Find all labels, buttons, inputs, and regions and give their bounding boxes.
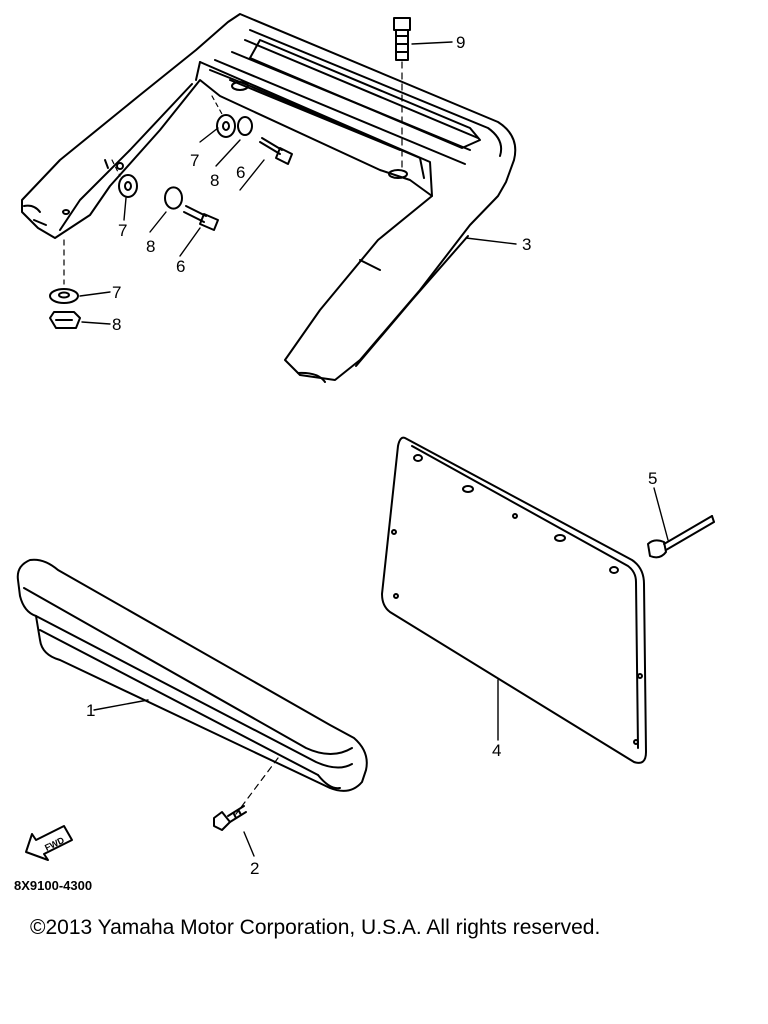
fwd-arrow-icon: FWD xyxy=(25,825,73,861)
callout-6-lower: 6 xyxy=(176,257,185,276)
copyright-notice: ©2013 Yamaha Motor Corporation, U.S.A. A… xyxy=(30,916,601,939)
leader-lines xyxy=(79,41,669,857)
callout-6-upper: 6 xyxy=(236,163,245,182)
plate-washer-mid xyxy=(118,174,138,198)
callout-5: 5 xyxy=(648,469,657,488)
callouts: 1 2 3 4 5 6 6 7 7 7 8 8 8 9 xyxy=(86,33,657,878)
callout-7-upper: 7 xyxy=(190,151,199,170)
callout-2: 2 xyxy=(250,859,259,878)
callout-8-upper: 8 xyxy=(210,171,219,190)
callout-1: 1 xyxy=(86,701,95,720)
callout-4: 4 xyxy=(492,741,501,760)
callout-9: 9 xyxy=(456,33,465,52)
nut-lower xyxy=(49,311,81,329)
hardware-upper xyxy=(211,95,293,165)
hardware-lower xyxy=(49,239,81,329)
top-bolt xyxy=(393,17,411,173)
plate-washer-upper xyxy=(216,114,236,138)
hardware-mid xyxy=(111,159,219,231)
diagram-code: 8X9100-4300 xyxy=(14,878,93,893)
nut-upper xyxy=(237,116,253,136)
callout-7-lower: 7 xyxy=(112,283,121,302)
bumper-pad-screw xyxy=(213,757,279,831)
flap-rivet xyxy=(647,515,715,559)
fwd-label: FWD xyxy=(43,835,66,853)
callout-8-lower: 8 xyxy=(112,315,121,334)
callout-3: 3 xyxy=(522,235,531,254)
bumper-pad xyxy=(16,558,368,792)
rear-bumper-frame xyxy=(21,13,517,383)
mud-flap xyxy=(381,436,647,764)
callout-8-mid: 8 xyxy=(146,237,155,256)
plate-washer-lower xyxy=(49,288,79,304)
callout-7-mid: 7 xyxy=(118,221,127,240)
nut-mid xyxy=(164,186,183,210)
